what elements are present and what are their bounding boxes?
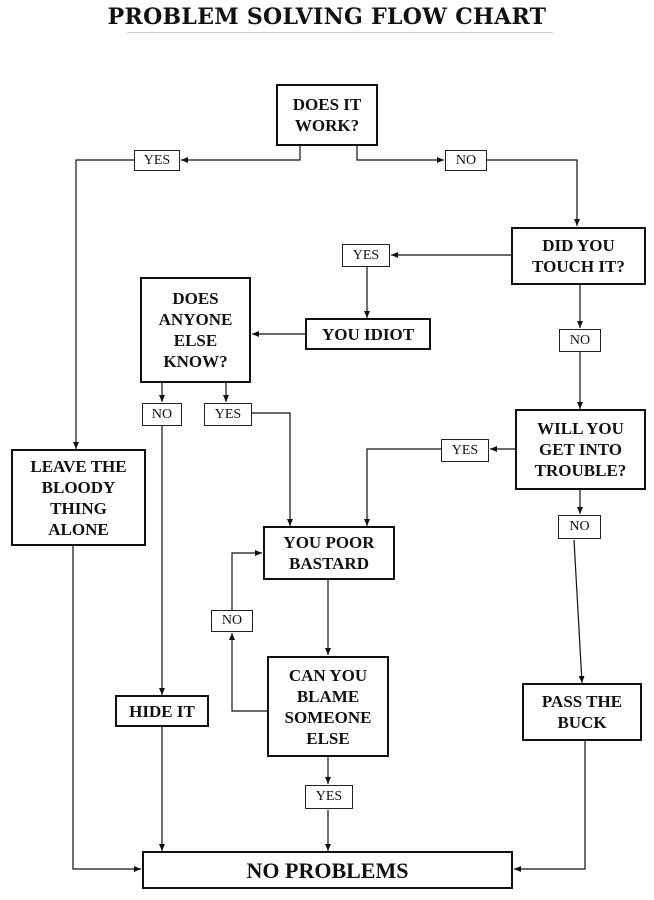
label-know-no: NO (142, 403, 182, 426)
label-work-no: NO (445, 150, 487, 171)
node-no-problems: NO PROBLEMS (142, 851, 513, 889)
arrow-yes-to-bastard (252, 412, 293, 526)
label-know-yes: YES (204, 403, 252, 426)
node-does-it-work: DOES IT WORK? (276, 84, 378, 146)
label-work-yes: YES (134, 150, 180, 171)
arrow-no-to-bastard (231, 550, 262, 610)
arrow-no-to-buck (573, 539, 585, 684)
node-pass-the-buck: PASS THE BUCK (522, 683, 642, 741)
arrow-work-to-yes (181, 146, 301, 163)
node-will-you-get-into-trouble: WILL YOU GET INTO TROUBLE? (515, 409, 646, 490)
node-you-poor-bastard: YOU POOR BASTARD (263, 526, 395, 580)
label-trouble-yes: YES (441, 439, 489, 462)
node-leave-the-bloody-thing-alone: LEAVE THE BLOODY THING ALONE (11, 449, 146, 546)
arrow-no-to-touch (487, 159, 580, 226)
label-touch-no: NO (559, 329, 601, 352)
arrow-blame-to-no (229, 633, 267, 712)
title-underline (127, 32, 553, 33)
node-can-you-blame-someone-else: CAN YOU BLAME SOMEONE ELSE (267, 656, 389, 757)
arrow-work-to-no (356, 146, 444, 163)
node-hide-it: HIDE IT (115, 695, 209, 727)
arrow-buck-to-noproblems (514, 741, 586, 872)
arrow-leave-to-noproblems (72, 546, 141, 872)
arrow-yes-to-leave (73, 159, 134, 449)
label-blame-yes: YES (305, 785, 353, 809)
node-does-anyone-else-know: DOES ANYONE ELSE KNOW? (140, 277, 251, 383)
label-blame-no: NO (211, 610, 253, 632)
arrow-yes2-to-bastard (364, 448, 441, 526)
label-touch-yes: YES (342, 244, 390, 267)
node-did-you-touch-it: DID YOU TOUCH IT? (511, 227, 646, 285)
label-trouble-no: NO (558, 515, 601, 539)
page-title: PROBLEM SOLVING FLOW CHART (107, 4, 547, 30)
node-you-idiot: YOU IDIOT (305, 318, 431, 350)
